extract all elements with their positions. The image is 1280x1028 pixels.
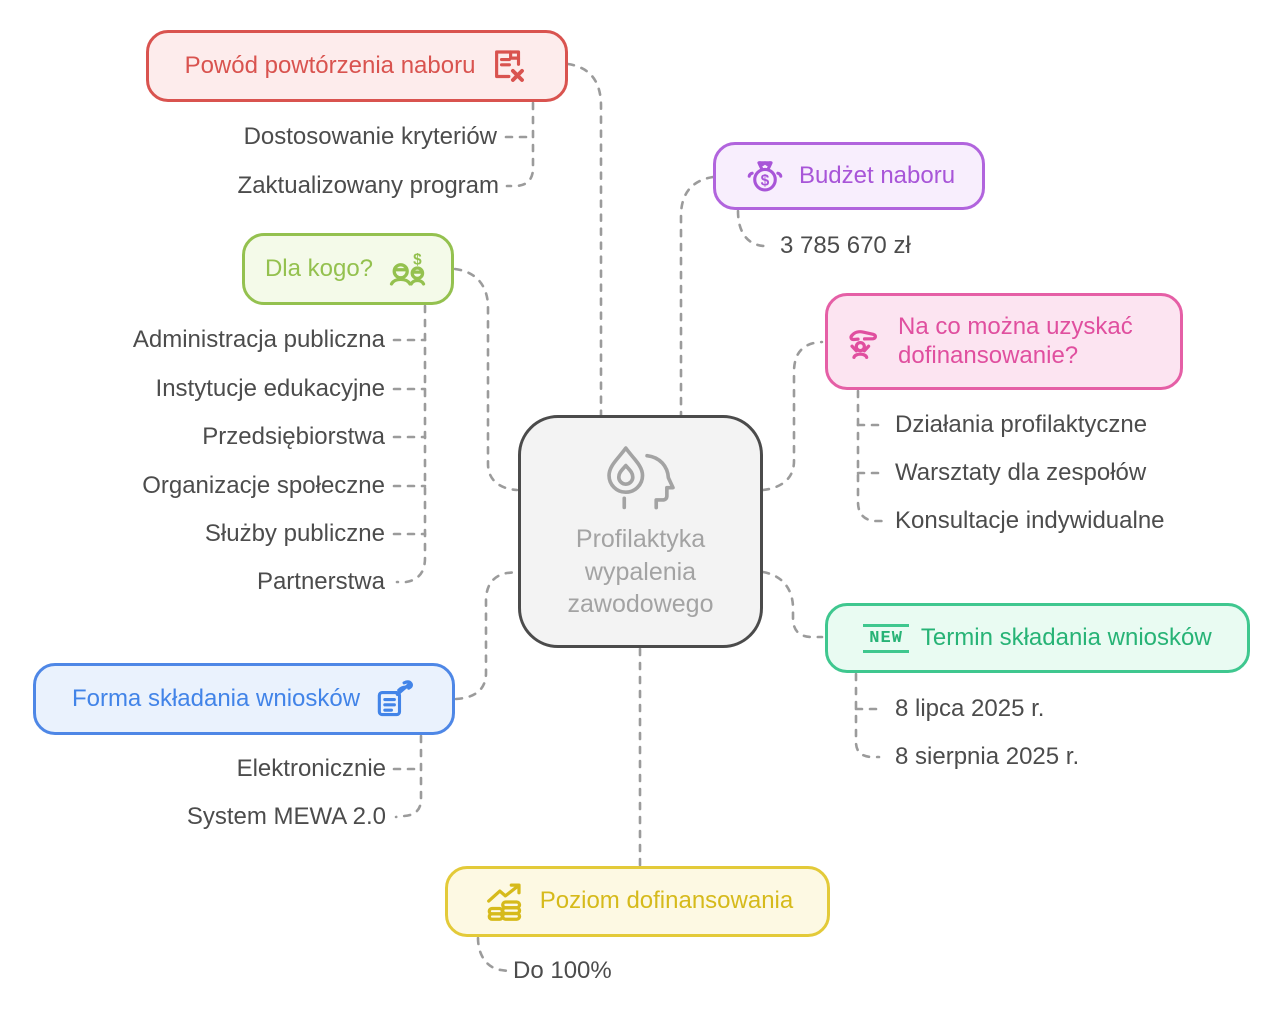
branch-termin-skladania: NEW Termin składania wniosków <box>825 603 1250 673</box>
leaf-budzet-kwota: 3 785 670 zł <box>780 232 911 259</box>
branch-label: Budżet naboru <box>798 161 956 189</box>
branch-label: Forma składania wniosków <box>71 684 361 712</box>
branch-label: Dla kogo? <box>264 254 374 282</box>
branch-forma-skladania: Forma składania wniosków <box>33 663 455 735</box>
care-hand-icon <box>840 319 886 365</box>
leaf-system-mewa: System MEWA 2.0 <box>186 803 386 830</box>
money-bag-icon: $ <box>743 154 787 198</box>
branch-powod-powtorzenia-naboru: Powód powtórzenia naboru <box>146 30 568 102</box>
new-badge-icon: NEW <box>863 623 909 653</box>
branch-dla-kogo: Dla kogo? $ <box>242 233 454 305</box>
leaf-organizacje-spoleczne: Organizacje społeczne <box>142 472 385 499</box>
branch-label: Na co można uzyskać dofinansowanie? <box>898 312 1133 369</box>
central-topic-label: Profilaktyka wypalenia zawodowego <box>567 525 714 619</box>
leaf-termin-start: 8 lipca 2025 r. <box>895 695 1045 722</box>
branch-poziom-dofinansowania: Poziom dofinansowania <box>445 866 830 937</box>
leaf-sluzby-publiczne: Służby publiczne <box>204 520 385 547</box>
leaf-przedsiebiorstwa: Przedsiębiorstwa <box>202 423 385 450</box>
leaf-dostosowanie-kryteriow: Dostosowanie kryteriów <box>243 123 497 150</box>
leaf-dzialania-profilaktyczne: Działania profilaktyczne <box>895 411 1148 438</box>
svg-text:$: $ <box>761 172 770 189</box>
leaf-partnerstwa: Partnerstwa <box>256 568 385 595</box>
branch-label: Powód powtórzenia naboru <box>184 51 476 79</box>
document-pen-icon <box>372 677 416 721</box>
burnout-flame-head-icon <box>595 442 687 517</box>
leaf-administracja-publiczna: Administracja publiczna <box>132 326 385 353</box>
branch-na-co-dofinansowanie: Na co można uzyskać dofinansowanie? <box>825 293 1183 390</box>
branch-label: Termin składania wniosków <box>920 623 1212 651</box>
svg-text:$: $ <box>413 251 422 268</box>
leaf-konsultacje-indywidualne: Konsultacje indywidualne <box>895 507 1165 534</box>
central-topic-node: Profilaktyka wypalenia zawodowego <box>518 415 763 648</box>
branch-label: Poziom dofinansowania <box>539 887 794 915</box>
branch-budzet-naboru: $ Budżet naboru <box>713 142 985 210</box>
coins-growth-icon <box>482 879 528 925</box>
leaf-do-100: Do 100% <box>513 957 612 984</box>
leaf-elektronicznie: Elektronicznie <box>236 755 386 782</box>
leaf-termin-koniec: 8 sierpnia 2025 r. <box>895 743 1080 770</box>
people-dollar-icon: $ <box>385 246 431 292</box>
document-x-icon <box>487 45 529 87</box>
leaf-instytucje-edukacyjne: Instytucje edukacyjne <box>155 375 385 402</box>
leaf-warsztaty-dla-zespolow: Warsztaty dla zespołów <box>895 459 1147 486</box>
leaf-zaktualizowany-program: Zaktualizowany program <box>237 172 499 199</box>
